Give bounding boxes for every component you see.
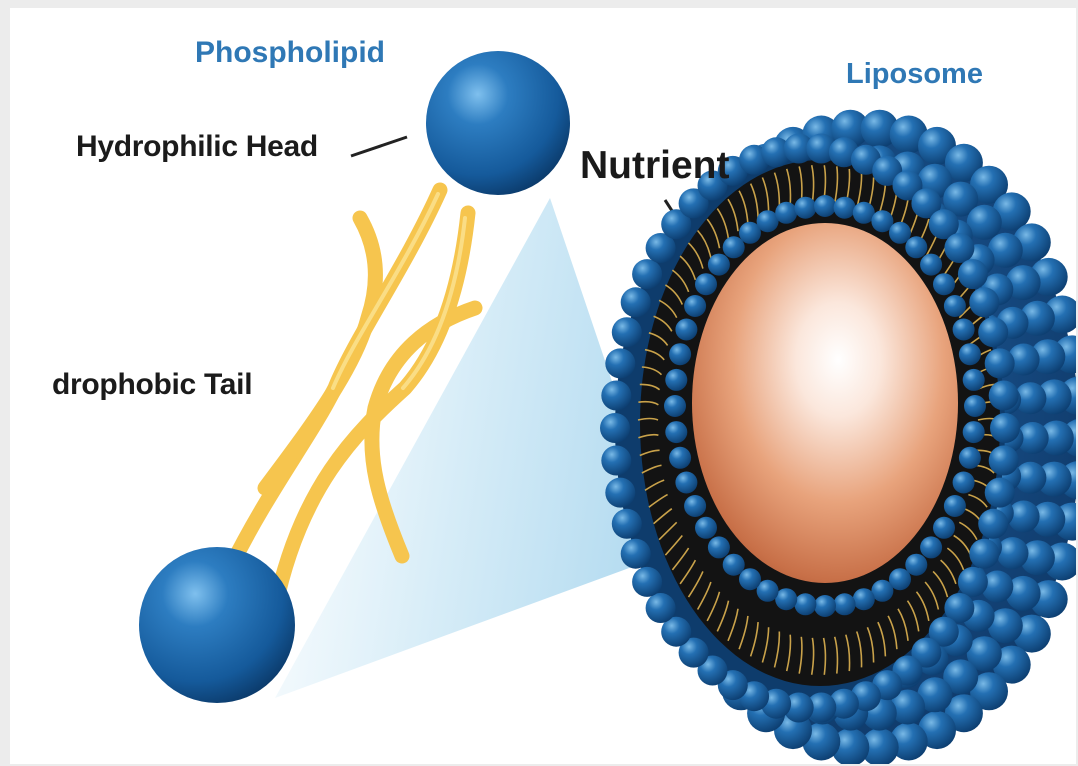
head-bead <box>853 588 875 610</box>
head-bead <box>621 539 651 569</box>
head-bead <box>600 413 630 443</box>
head-bead <box>632 567 662 597</box>
head-bead <box>684 295 706 317</box>
head-bead <box>669 447 691 469</box>
head-bead <box>814 195 836 217</box>
head-bead <box>958 567 988 597</box>
head-bead <box>632 259 662 289</box>
head-bead <box>985 348 1015 378</box>
nutrient-core <box>692 223 958 583</box>
head-bead <box>669 343 691 365</box>
head-bead <box>978 509 1008 539</box>
diagram-canvas: Phospholipid Liposome Hydrophilic Head d… <box>10 8 1076 764</box>
head-bead <box>985 478 1015 508</box>
nutrient-label: Nutrient <box>580 144 730 188</box>
head-bead <box>684 495 706 517</box>
head-bead <box>601 381 631 411</box>
head-bead <box>695 517 717 539</box>
head-bead <box>646 593 676 623</box>
head-bead <box>814 595 836 617</box>
head-bead <box>665 421 687 443</box>
head-bead <box>834 197 856 219</box>
head-bead <box>969 287 999 317</box>
head-bead <box>675 472 697 494</box>
hydrophobic-tail-label: drophobic Tail <box>52 368 252 402</box>
hydrophilic-head-bottom <box>139 547 295 703</box>
head-bead <box>953 319 975 341</box>
head-bead <box>794 593 816 615</box>
head-bead <box>933 517 955 539</box>
hydrophilic-head-top <box>426 51 570 195</box>
head-bead <box>664 395 686 417</box>
hydrophilic-head-label: Hydrophilic Head <box>76 130 318 164</box>
head-bead <box>997 537 1029 569</box>
head-bead <box>969 539 999 569</box>
head-bead <box>601 446 631 476</box>
head-bead <box>920 536 942 558</box>
head-bead <box>990 413 1020 443</box>
head-bead <box>695 273 717 295</box>
head-bead <box>989 381 1019 411</box>
head-bead <box>944 295 966 317</box>
head-bead <box>675 319 697 341</box>
head-bead <box>920 254 942 276</box>
head-bead <box>963 421 985 443</box>
head-leader-line <box>351 137 407 156</box>
phospholipid-label: Phospholipid <box>195 36 385 70</box>
head-bead <box>959 343 981 365</box>
head-bead <box>953 472 975 494</box>
head-bead <box>612 317 642 347</box>
head-bead <box>612 509 642 539</box>
head-bead <box>959 447 981 469</box>
head-bead <box>708 536 730 558</box>
head-bead <box>621 287 651 317</box>
head-bead <box>963 369 985 391</box>
head-bead <box>989 446 1019 476</box>
head-bead <box>944 233 974 263</box>
liposome-label: Liposome <box>846 58 983 91</box>
head-bead <box>665 369 687 391</box>
head-bead <box>944 495 966 517</box>
head-bead <box>605 478 635 508</box>
head-bead <box>708 254 730 276</box>
head-bead <box>905 236 927 258</box>
head-bead <box>775 202 797 224</box>
head-bead <box>794 197 816 219</box>
head-bead <box>933 273 955 295</box>
head-bead <box>978 317 1008 347</box>
head-bead <box>964 395 986 417</box>
head-bead <box>834 593 856 615</box>
head-bead <box>723 554 745 576</box>
head-bead <box>958 259 988 289</box>
head-bead <box>605 348 635 378</box>
